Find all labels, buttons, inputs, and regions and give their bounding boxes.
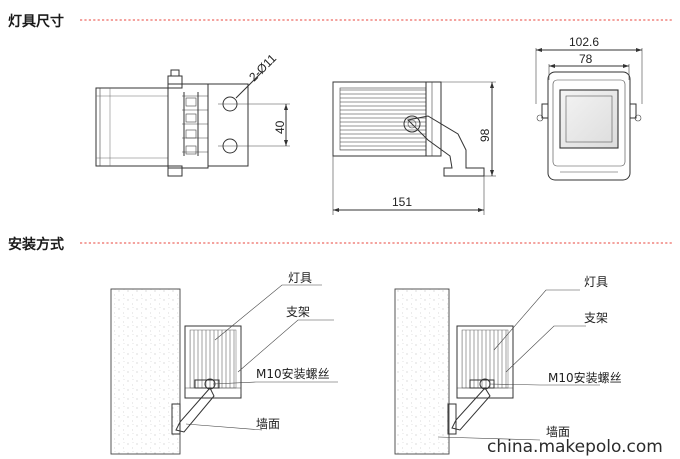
right-mounting-drawing	[394, 288, 514, 455]
front-view-drawing	[535, 48, 643, 181]
right-callout-lines	[437, 289, 600, 441]
left-screw-label: M10安装螺丝	[256, 366, 330, 381]
hole-spacing-label: 40	[273, 120, 287, 134]
side-depth-label: 151	[392, 195, 412, 209]
left-bracket-label: 支架	[286, 305, 310, 319]
right-wall-label: 墙面	[546, 425, 570, 439]
right-bracket-label: 支架	[584, 311, 608, 325]
left-wall-label: 墙面	[256, 417, 280, 431]
left-lamp-label: 灯具	[288, 271, 312, 285]
right-screw-label: M10安装螺丝	[548, 370, 622, 385]
side-view-drawing	[332, 81, 496, 215]
mounting-section-title: 安装方式	[8, 236, 64, 253]
left-callout-lines	[185, 284, 338, 431]
top-view-drawing	[95, 69, 290, 177]
right-lamp-label: 灯具	[584, 275, 608, 289]
watermark-text: china.makepolo.com	[487, 437, 663, 457]
left-mounting-drawing	[110, 288, 242, 455]
front-inner-width-label: 78	[579, 52, 593, 66]
side-height-label: 98	[478, 128, 492, 142]
dimensions-section-title: 灯具尺寸	[8, 13, 64, 30]
hole-spec-label: 2-Ø11	[246, 51, 279, 84]
front-outer-width-label: 102.6	[569, 35, 599, 49]
